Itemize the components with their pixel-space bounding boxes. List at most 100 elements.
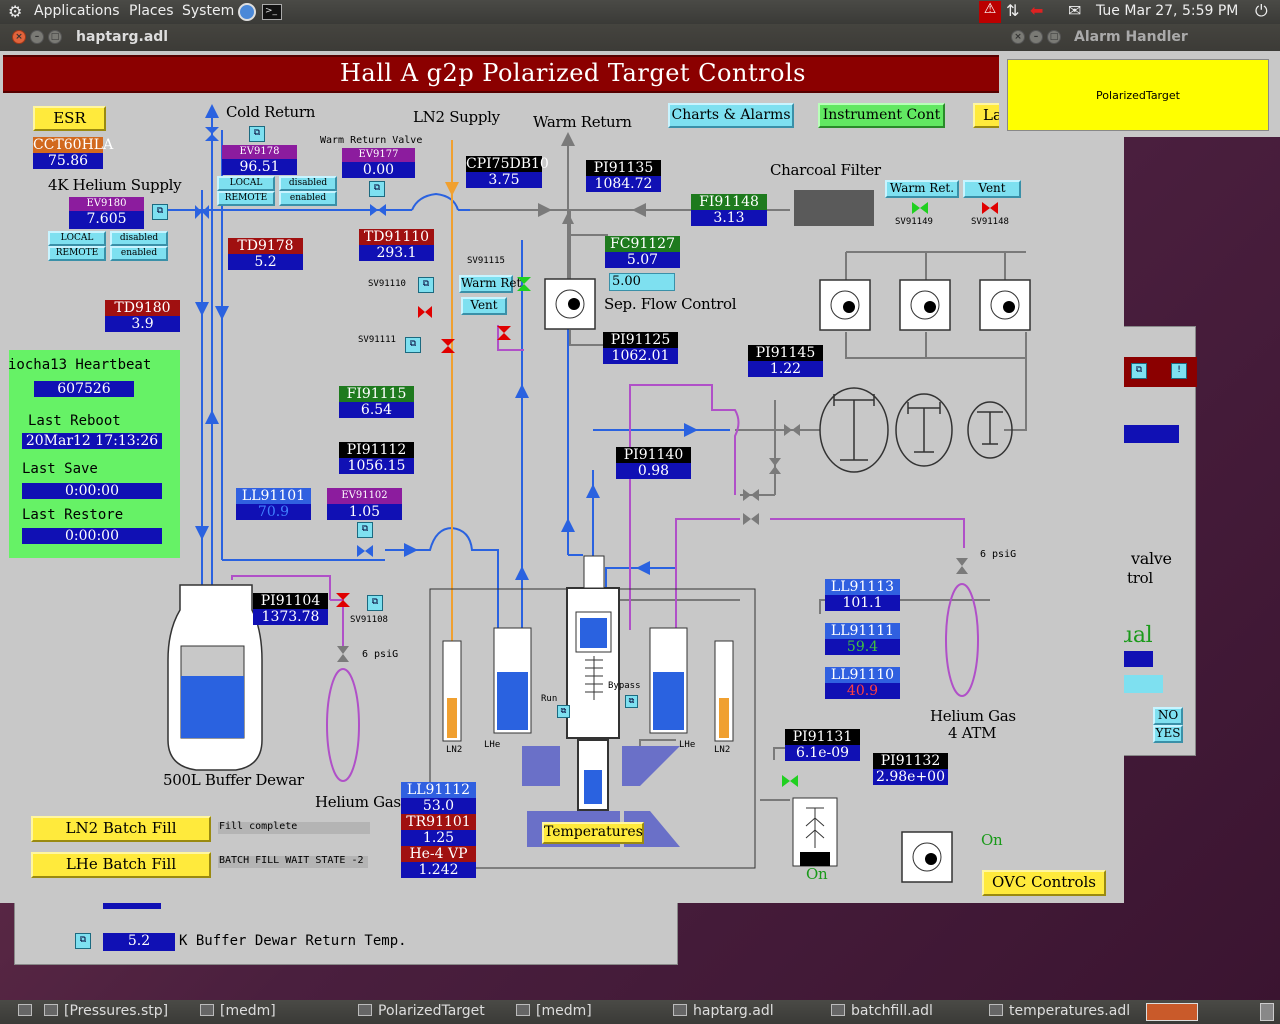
ev9178-local-button[interactable]: LOCAL <box>217 176 275 191</box>
browser-icon[interactable] <box>238 3 256 21</box>
tr91101-value: 1.25 <box>401 830 476 846</box>
temperatures-button[interactable]: Temperatures <box>542 822 644 844</box>
vent-valve-button[interactable]: Vent <box>461 297 507 315</box>
ev9180-local-button[interactable]: LOCAL <box>48 231 106 246</box>
ev9178-related-icon[interactable]: ⧉ <box>249 126 265 142</box>
cpi-value: 3.75 <box>466 172 542 188</box>
fi91115-name: FI91115 <box>339 386 414 402</box>
places-menu[interactable]: Places <box>129 3 174 19</box>
fc91127-name: FC91127 <box>605 236 680 252</box>
right-info-icon[interactable]: ! <box>1171 363 1187 379</box>
yes-button[interactable]: YES <box>1153 725 1183 743</box>
ovc-controls-button[interactable]: OVC Controls <box>982 870 1106 896</box>
lhe-batch-fill-button[interactable]: LHe Batch Fill <box>31 852 211 878</box>
terminal-icon[interactable]: >_ <box>262 4 282 20</box>
taskbar-item-medm-1[interactable]: [medm] <box>200 1000 276 1024</box>
ll91112-value: 53.0 <box>401 798 476 814</box>
network-icon[interactable]: ⇅ <box>1006 1 1020 20</box>
alarm-close-icon[interactable]: × <box>1011 30 1025 44</box>
helium-gas-right-label: Helium Gas <box>930 707 1016 725</box>
ll91111-name: LL91111 <box>825 623 900 639</box>
instrument-control-button[interactable]: Instrument Cont <box>818 103 945 128</box>
ev91102-related-icon[interactable]: ⧉ <box>357 522 373 538</box>
right-related-icon[interactable]: ⧉ <box>1131 363 1147 379</box>
run-related-icon[interactable]: ⧉ <box>557 705 570 718</box>
alarm-minimize-icon[interactable]: – <box>1029 30 1043 44</box>
fc91127-setpoint-input[interactable]: 5.00 <box>609 273 675 291</box>
minimize-icon[interactable]: – <box>30 30 44 44</box>
bottom-panel: [Pressures.stp] [medm] PolarizedTarget [… <box>0 1000 1280 1024</box>
warm-return-valve-label: Warm Return Valve <box>320 135 423 146</box>
taskbar-item-batchfill[interactable]: batchfill.adl <box>831 1000 933 1024</box>
taskbar-item-medm-2[interactable]: [medm] <box>516 1000 592 1024</box>
ll91110-name: LL91110 <box>825 667 900 683</box>
ev9180-disabled-button[interactable]: disabled <box>110 231 168 246</box>
alarm-window-title: Alarm Handler <box>1074 29 1188 45</box>
cct-value: 75.86 <box>33 153 103 169</box>
esr-button[interactable]: ESR <box>33 106 106 131</box>
no-button[interactable]: NO <box>1153 707 1183 725</box>
sv91111-related-icon[interactable]: ⧉ <box>405 337 421 353</box>
mail-icon[interactable]: ✉ <box>1068 1 1082 20</box>
ln2-batch-fill-button[interactable]: LN2 Batch Fill <box>31 816 211 842</box>
ev9180-related-icon[interactable]: ⧉ <box>152 204 168 220</box>
warm-ret-valve-button[interactable]: Warm Ret <box>459 275 521 293</box>
system-menu[interactable]: System <box>182 3 235 19</box>
close-icon[interactable]: × <box>12 30 26 44</box>
pi91125-name: PI91125 <box>603 332 678 348</box>
maximize-icon[interactable]: □ <box>48 30 62 44</box>
ll91110-value: 40.9 <box>825 683 900 699</box>
ev9180-enabled-button[interactable]: enabled <box>110 246 168 261</box>
right-window: ⧉ ! valve trol ual NO YES <box>1118 326 1197 756</box>
atm-label: 4 ATM <box>948 724 997 742</box>
trash-icon[interactable] <box>1260 1003 1274 1021</box>
sv91110-related-icon[interactable]: ⧉ <box>418 277 434 293</box>
right-value2 <box>1119 651 1153 667</box>
sv91115-label: SV91115 <box>467 256 505 266</box>
ev91102-name: EV91102 <box>327 488 402 504</box>
alert-icon[interactable]: ⚠ <box>979 1 1001 23</box>
right-valve-label: valve <box>1131 549 1172 568</box>
taskbar-item-haptarg[interactable]: haptarg.adl <box>673 1000 774 1024</box>
taskbar-item-temperatures[interactable]: temperatures.adl <box>989 1000 1130 1024</box>
sv91108-label: SV91108 <box>350 615 388 625</box>
helium-gas-label: Helium Gas <box>315 793 401 811</box>
vent-button[interactable]: Vent <box>963 180 1021 198</box>
sv91149-label: SV91149 <box>895 217 933 227</box>
power-icon[interactable]: ⏻ <box>1255 1 1268 20</box>
bg-value: 5.2 <box>103 933 175 951</box>
ev9178-name: EV9178 <box>222 145 297 159</box>
ev9178-remote-button[interactable]: REMOTE <box>217 191 275 206</box>
warm-ret-button[interactable]: Warm Ret. <box>885 180 959 198</box>
ev9177-related-icon[interactable]: ⧉ <box>369 181 385 197</box>
right-input[interactable] <box>1119 675 1163 693</box>
ev9180-remote-button[interactable]: REMOTE <box>48 246 106 261</box>
show-desktop-icon[interactable] <box>18 1000 38 1024</box>
main-window-titlebar[interactable]: × – □ haptarg.adl <box>0 24 1124 51</box>
charts-alarms-button[interactable]: Charts & Alarms <box>668 103 794 128</box>
pump-on-label-1: On <box>981 831 1003 849</box>
tr91101-name: TR91101 <box>401 814 476 830</box>
pi91140-value: 0.98 <box>616 463 691 479</box>
td9178-value: 5.2 <box>228 254 303 270</box>
clock[interactable]: Tue Mar 27, 5:59 PM <box>1096 3 1239 19</box>
charcoal-filter-label: Charcoal Filter <box>770 161 881 179</box>
lhe-fill-status: BATCH FILL WAIT STATE -2 <box>219 855 364 866</box>
taskbar-item-pressures[interactable]: [Pressures.stp] <box>44 1000 168 1024</box>
ubuntu-logo-icon[interactable]: ⚙ <box>8 2 23 21</box>
taskbar-item-polarized-target[interactable]: PolarizedTarget <box>358 1000 485 1024</box>
applications-menu[interactable]: Applications <box>34 3 120 19</box>
ev9178-enabled-button[interactable]: enabled <box>279 191 337 206</box>
alarm-maximize-icon[interactable]: □ <box>1047 30 1061 44</box>
alarm-window-titlebar[interactable]: × – □ Alarm Handler <box>999 24 1280 51</box>
workspace-switcher[interactable] <box>1146 1003 1198 1021</box>
bg-related-icon[interactable]: ⧉ <box>75 933 91 949</box>
ev9178-disabled-button[interactable]: disabled <box>279 176 337 191</box>
bypass-related-icon[interactable]: ⧉ <box>625 695 638 708</box>
sv91108-related-icon[interactable]: ⧉ <box>367 595 383 611</box>
polarized-target-alarm-button[interactable]: PolarizedTarget <box>1007 59 1269 131</box>
header-bar <box>3 55 1121 93</box>
he4vp-value: 1.242 <box>401 862 476 878</box>
ev9177-value: 0.00 <box>342 162 415 178</box>
main-window: Hall A g2p Polarized Target Controls <box>0 51 1124 903</box>
